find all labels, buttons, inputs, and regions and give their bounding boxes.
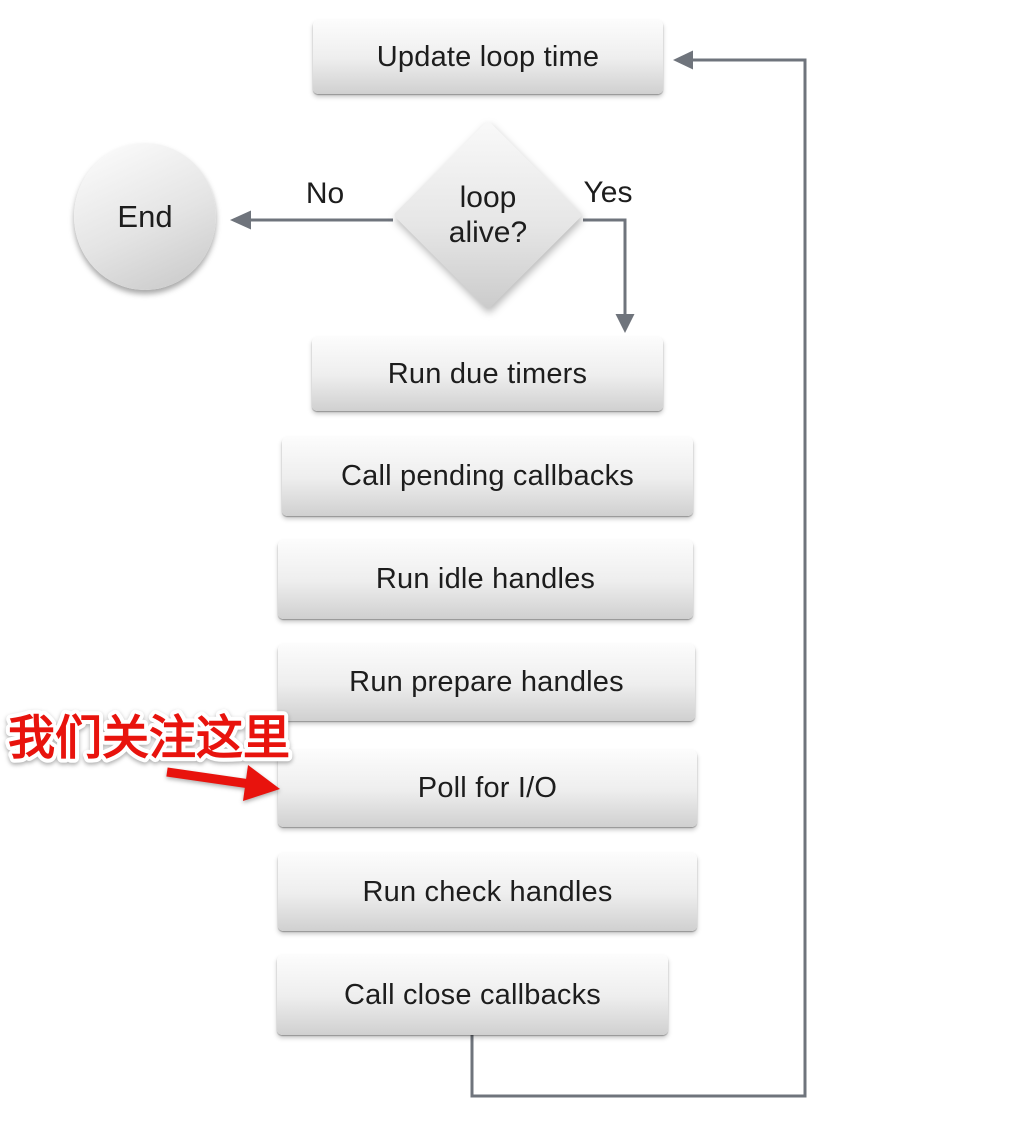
node-run-prepare-handles: Run prepare handles: [278, 644, 695, 721]
no-connector-arrowhead-icon: [230, 210, 251, 230]
node-poll-for-io-label: Poll for I/O: [417, 772, 558, 804]
yes-connector-line: [583, 218, 627, 316]
node-end: End: [74, 143, 216, 290]
node-run-due-timers-label: Run due timers: [387, 357, 588, 390]
node-run-due-timers: Run due timers: [312, 337, 663, 411]
edge-label-yes: Yes: [583, 176, 633, 209]
node-loop-alive-label: loop alive?: [448, 180, 528, 249]
annotation-group: 我们关注这里: [4, 707, 294, 801]
node-run-idle-handles-label: Run idle handles: [375, 563, 596, 595]
node-run-check-handles: Run check handles: [278, 853, 697, 931]
red-arrow-icon: [243, 765, 280, 801]
node-call-close-callbacks-label: Call close callbacks: [343, 978, 602, 1011]
red-arrow-shaft: [166, 767, 251, 789]
edge-label-no: No: [305, 177, 345, 210]
node-call-pending-callbacks-label: Call pending callbacks: [341, 460, 634, 492]
yes-connector-arrowhead-icon: [615, 314, 635, 333]
node-update-loop-time-label: Update loop time: [376, 40, 600, 73]
loopback-connector-arrowhead-icon: [673, 50, 693, 70]
node-loop-alive: loop alive?: [393, 120, 583, 310]
node-call-pending-callbacks: Call pending callbacks: [282, 437, 693, 516]
node-run-prepare-handles-label: Run prepare handles: [349, 666, 624, 698]
node-end-label: End: [117, 198, 173, 234]
node-run-check-handles-label: Run check handles: [362, 875, 613, 908]
node-poll-for-io: Poll for I/O: [278, 750, 697, 827]
annotation-text: 我们关注这里: [8, 711, 290, 764]
node-update-loop-time: Update loop time: [313, 20, 663, 94]
node-call-close-callbacks: Call close callbacks: [277, 955, 668, 1035]
node-run-idle-handles: Run idle handles: [278, 540, 693, 619]
